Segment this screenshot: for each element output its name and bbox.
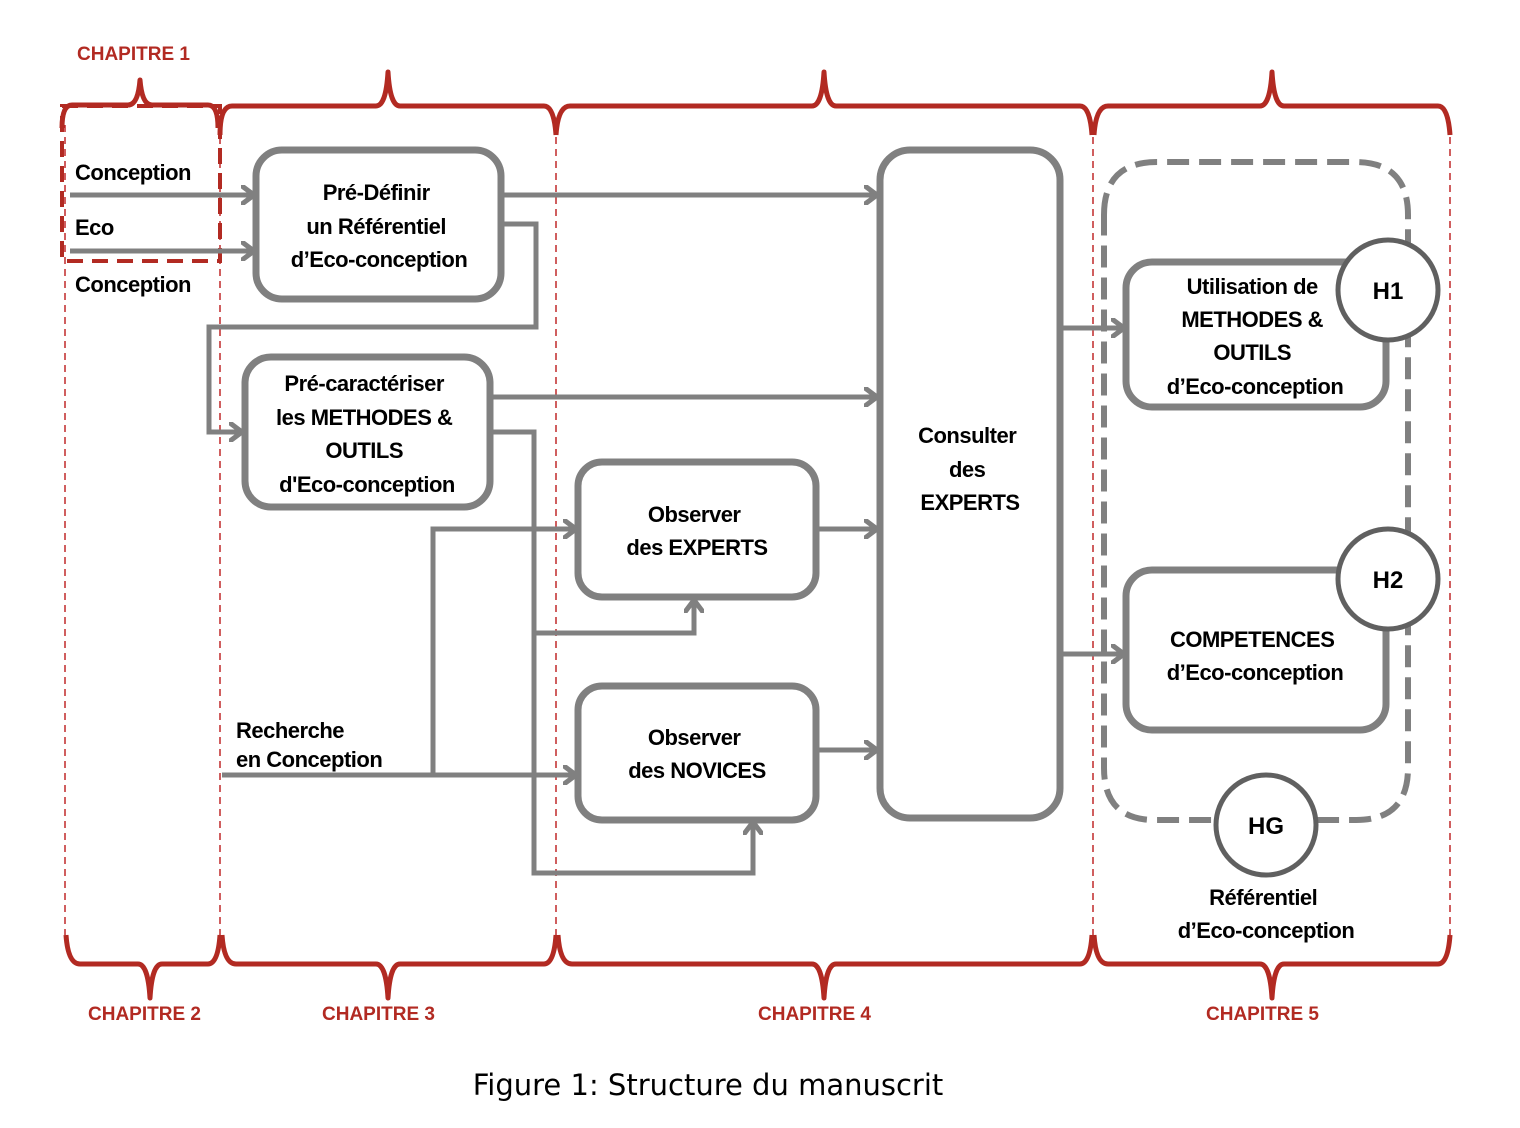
- precaracteriser-box: [241, 353, 494, 511]
- box-competences: COMPETENCES d’Eco-conception: [1122, 566, 1390, 734]
- bottom-braces: [63, 934, 1453, 1001]
- h1-label: H1: [1373, 278, 1404, 305]
- arrow-precaracteriser-to-experts: [534, 600, 694, 636]
- chapitre-2-label: CHAPITRE 2: [88, 1004, 201, 1025]
- input-eco: Eco: [75, 215, 114, 240]
- hg-label: HG: [1248, 813, 1284, 840]
- h1-circle: [1335, 237, 1441, 343]
- observer-novices-box: [574, 682, 820, 824]
- box-observer-novices: Observer des NOVICES: [574, 682, 820, 824]
- hypothesis-h2: H2: [1335, 526, 1441, 632]
- brace-chapitre-5: [1091, 934, 1453, 1001]
- box-utilisation: Utilisation de METHODES & OUTILS d’Eco-c…: [1122, 258, 1390, 411]
- brace-chapitre-1: [59, 77, 221, 129]
- chapitre-1-region: [60, 104, 222, 263]
- precaracteriser-label: Pré-caractériser les METHODES & OUTILS d…: [276, 371, 458, 497]
- arrow-predefinir-to-precaracteriser: [206, 221, 539, 432]
- consulter-label: Consulter des EXPERTS: [918, 423, 1022, 515]
- box-precaracteriser: Pré-caractériser les METHODES & OUTILS d…: [241, 353, 494, 511]
- chapitre-5-label: CHAPITRE 5: [1206, 1004, 1319, 1025]
- referentiel-group: [1101, 159, 1411, 823]
- h2-circle: [1335, 526, 1441, 632]
- input-conception-2: Conception: [75, 272, 191, 297]
- brace-chapitre-3: [219, 934, 559, 1001]
- observer-experts-label: Observer des EXPERTS: [626, 502, 767, 560]
- observer-novices-label: Observer des NOVICES: [628, 725, 766, 783]
- arrow-recherche-to-experts: [430, 529, 576, 775]
- hg-circle: [1213, 772, 1319, 878]
- chapitre-4-label: CHAPITRE 4: [758, 1004, 871, 1025]
- hypothesis-h1: H1: [1335, 237, 1441, 343]
- brace-chapitre-2: [63, 934, 223, 1001]
- box-consulter: Consulter des EXPERTS: [876, 146, 1064, 822]
- predefinir-label: Pré-Définir un Référentiel d’Eco-concept…: [291, 180, 468, 272]
- consulter-box: [876, 146, 1064, 822]
- input-recherche-en-conception: Recherche en Conception: [236, 718, 382, 772]
- connectors: [70, 195, 1124, 876]
- brace-chapitre-3-top: [217, 69, 559, 136]
- brace-chapitre-4-top: [553, 69, 1095, 136]
- observer-experts-box: [574, 458, 820, 601]
- utilisation-label: Utilisation de METHODES & OUTILS d’Eco-c…: [1167, 274, 1344, 399]
- competences-label: COMPETENCES d’Eco-conception: [1167, 627, 1344, 685]
- referentiel-label: Référentiel d’Eco-conception: [1178, 885, 1355, 943]
- competences-box: [1122, 566, 1390, 734]
- box-predefinir: Pré-Définir un Référentiel d’Eco-concept…: [252, 146, 505, 303]
- h2-label: H2: [1373, 567, 1404, 594]
- chapitre-3-label: CHAPITRE 3: [322, 1004, 435, 1025]
- predefinir-box: [252, 146, 505, 303]
- figure-caption: Figure 1: Structure du manuscrit: [473, 1068, 944, 1102]
- box-observer-experts: Observer des EXPERTS: [574, 458, 820, 601]
- top-braces: [59, 69, 1453, 136]
- hypothesis-hg: HG: [1213, 772, 1319, 878]
- brace-chapitre-5-top: [1091, 69, 1453, 136]
- chapitre-1-label: CHAPITRE 1: [77, 44, 190, 65]
- brace-chapitre-4: [555, 934, 1095, 1001]
- arrow-precaracteriser-to-novices: [490, 429, 753, 876]
- input-conception: Conception: [75, 160, 191, 185]
